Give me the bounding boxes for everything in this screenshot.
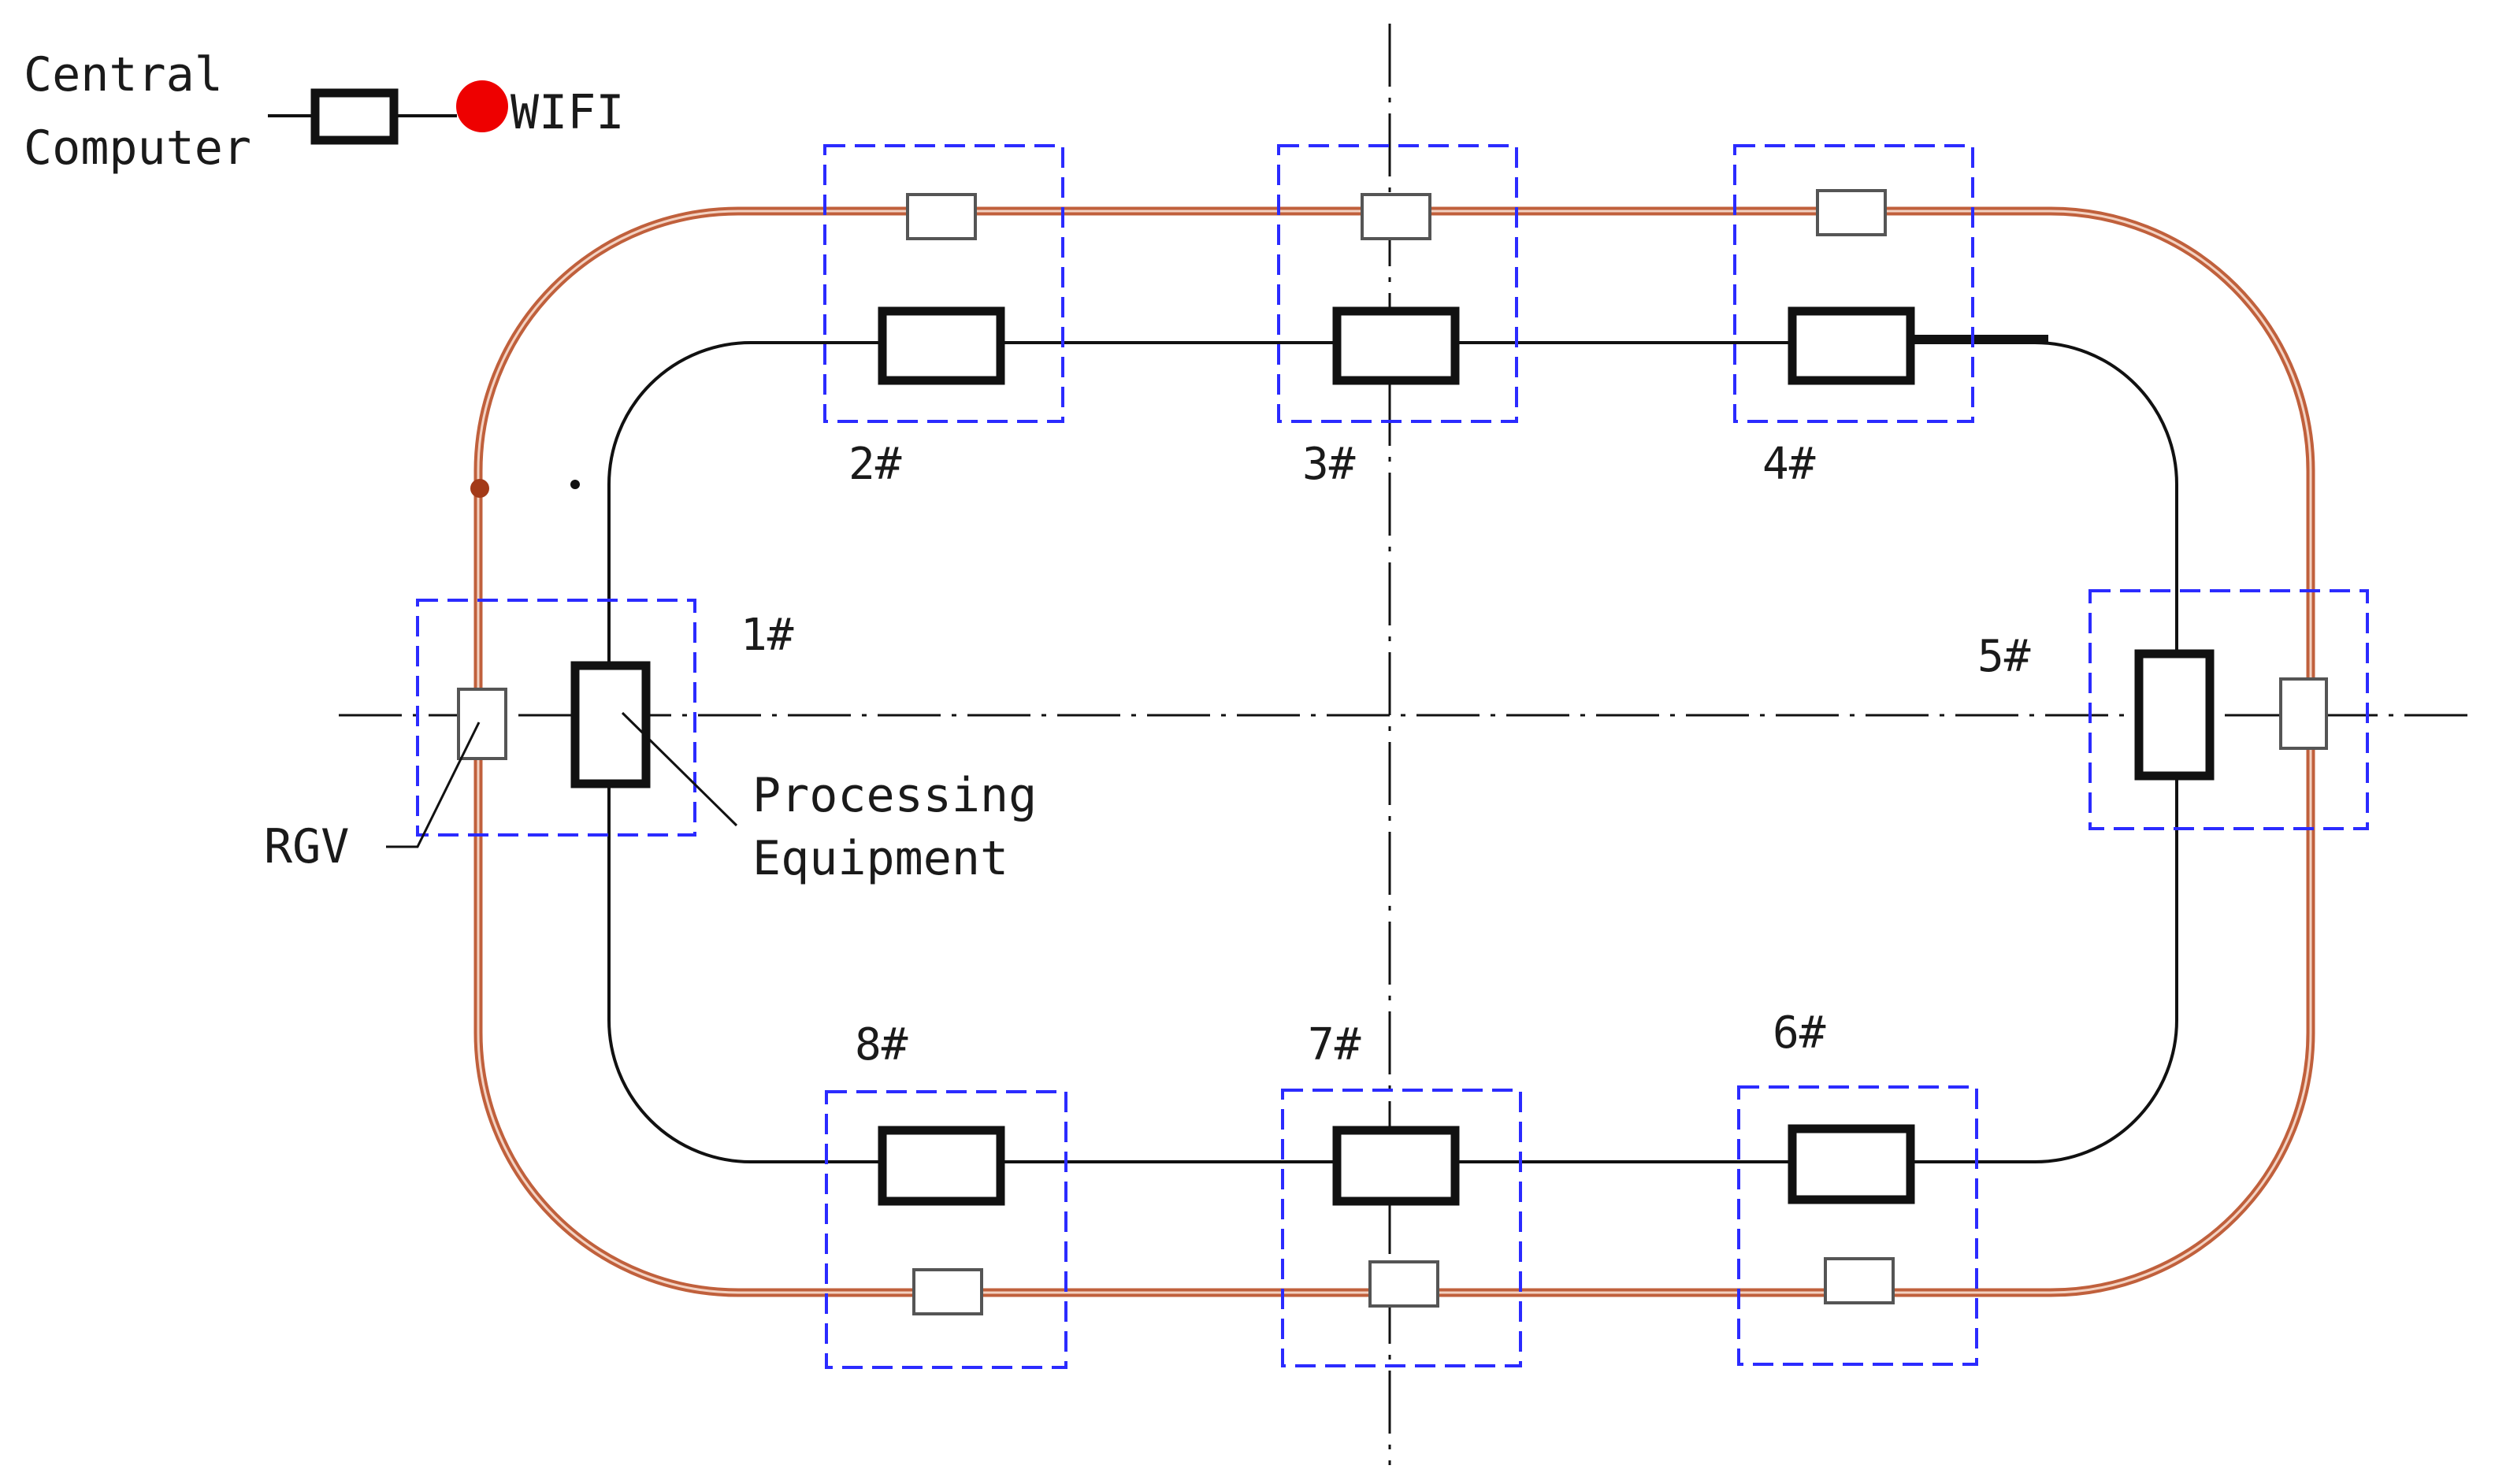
station-boxes bbox=[416, 144, 2369, 1369]
rgv-car-6 bbox=[1824, 1257, 1895, 1304]
station-label-6: 6# bbox=[1773, 1007, 1826, 1059]
station-label-7: 7# bbox=[1308, 1019, 1361, 1070]
station-label-5: 5# bbox=[1977, 631, 2031, 682]
processing-equipment-label-line1: Processing bbox=[752, 768, 1037, 823]
equipment-2 bbox=[878, 306, 1005, 385]
station-labels: 1# 2# 3# 4# 5# 6# 7# 8# bbox=[741, 439, 2031, 1070]
station-label-4: 4# bbox=[1762, 439, 1816, 490]
station-box-6 bbox=[1737, 1085, 1978, 1366]
small-dot bbox=[570, 480, 580, 489]
equipment-leader bbox=[621, 711, 738, 827]
rgv-car-4 bbox=[1816, 189, 1887, 236]
processing-equipment-group bbox=[570, 306, 2215, 1206]
equipment-3 bbox=[1332, 306, 1460, 385]
station-box-5 bbox=[2088, 589, 2369, 830]
rgv-car-3 bbox=[1361, 193, 1431, 240]
station-box-7 bbox=[1281, 1089, 1522, 1367]
rgv-car-5 bbox=[2279, 677, 2328, 750]
central-computer-icon bbox=[310, 88, 399, 145]
legend-central-line2: Computer bbox=[24, 121, 251, 176]
equipment-8 bbox=[878, 1126, 1005, 1206]
rgv-leader bbox=[386, 722, 481, 848]
rgv-car-7 bbox=[1368, 1260, 1439, 1308]
station-box-8 bbox=[825, 1090, 1067, 1369]
legend: Central Computer WIFI bbox=[24, 47, 625, 176]
leader-lines bbox=[386, 711, 738, 848]
center-lines bbox=[339, 24, 2474, 1465]
station-label-2: 2# bbox=[848, 439, 902, 490]
station-box-1 bbox=[416, 599, 696, 837]
rgv-cars bbox=[457, 189, 2328, 1315]
component-labels: RGV Processing Equipment bbox=[264, 768, 1037, 886]
rgv-label: RGV bbox=[264, 819, 349, 874]
station-box-2 bbox=[823, 144, 1064, 423]
legend-wifi-label: WIFI bbox=[511, 85, 625, 140]
processing-loop bbox=[607, 341, 2178, 1163]
equipment-1 bbox=[570, 661, 651, 788]
rgv-car-8 bbox=[912, 1268, 983, 1315]
equipment-6 bbox=[1788, 1124, 1915, 1204]
processing-line bbox=[570, 335, 2178, 1163]
rail-marker-dot bbox=[470, 479, 489, 498]
equipment-4 bbox=[1788, 306, 1915, 385]
rgv-car-2 bbox=[906, 193, 977, 240]
legend-central-line1: Central bbox=[24, 47, 223, 102]
equipment-7 bbox=[1332, 1126, 1460, 1206]
station-label-3: 3# bbox=[1302, 439, 1356, 490]
processing-equipment-label-line2: Equipment bbox=[752, 831, 1008, 886]
equipment-5 bbox=[2134, 649, 2215, 781]
station-label-8: 8# bbox=[855, 1019, 908, 1070]
station-label-1: 1# bbox=[741, 610, 794, 661]
station-box-4 bbox=[1733, 144, 1974, 423]
station-box-3 bbox=[1277, 144, 1518, 423]
wifi-icon bbox=[456, 80, 508, 132]
